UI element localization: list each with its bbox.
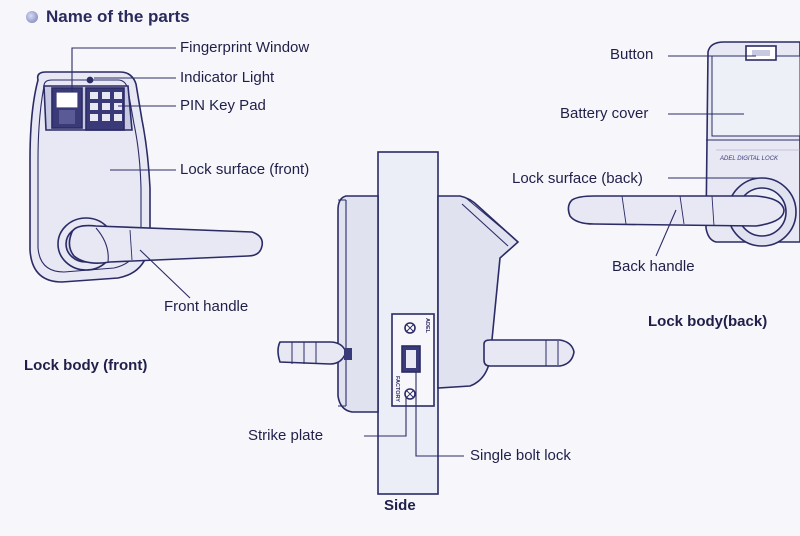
back-handle: [567, 195, 785, 227]
side-front-housing: [337, 195, 379, 413]
caption-front: Lock body (front): [24, 357, 148, 374]
front-leaders: [71, 47, 191, 299]
pin-key-pad: [85, 87, 125, 131]
caption-side: Side: [384, 497, 416, 514]
side-left-handle: [277, 341, 347, 365]
plate-text-1: ADEL: [424, 318, 430, 334]
page-title: Name of the parts: [46, 7, 190, 26]
label-lock-surface-front: Lock surface (front): [180, 161, 310, 178]
label-pin-key-pad: PIN Key Pad: [180, 97, 266, 114]
label-back-handle: Back handle: [612, 258, 695, 275]
back-lock-body: [567, 41, 800, 247]
side-leaders: [364, 372, 464, 457]
caption-back: Lock body(back): [648, 313, 768, 330]
circle-bullet-icon: [26, 11, 38, 23]
front-lock-body: [29, 71, 264, 283]
back-brand-text: ADEL DIGITAL LOCK: [719, 156, 779, 162]
label-strike-plate: Strike plate: [248, 427, 324, 444]
label-front-handle: Front handle: [164, 298, 249, 315]
label-fingerprint-window: Fingerprint Window: [180, 39, 310, 56]
side-right-handle: [483, 339, 575, 367]
back-leaders: [655, 55, 760, 257]
side-back-housing: [437, 195, 520, 389]
label-lock-surface-back: Lock surface (back): [512, 170, 643, 187]
battery-cover: [711, 55, 800, 137]
plate-text-2: FACTORY: [394, 376, 400, 402]
indicator-light: [86, 76, 94, 84]
label-battery-cover: Battery cover: [560, 105, 649, 122]
label-single-bolt-lock: Single bolt lock: [470, 447, 571, 464]
front-handle: [68, 224, 264, 264]
label-indicator-light: Indicator Light: [180, 69, 275, 86]
side-view: [277, 151, 575, 495]
label-button: Button: [610, 46, 654, 63]
